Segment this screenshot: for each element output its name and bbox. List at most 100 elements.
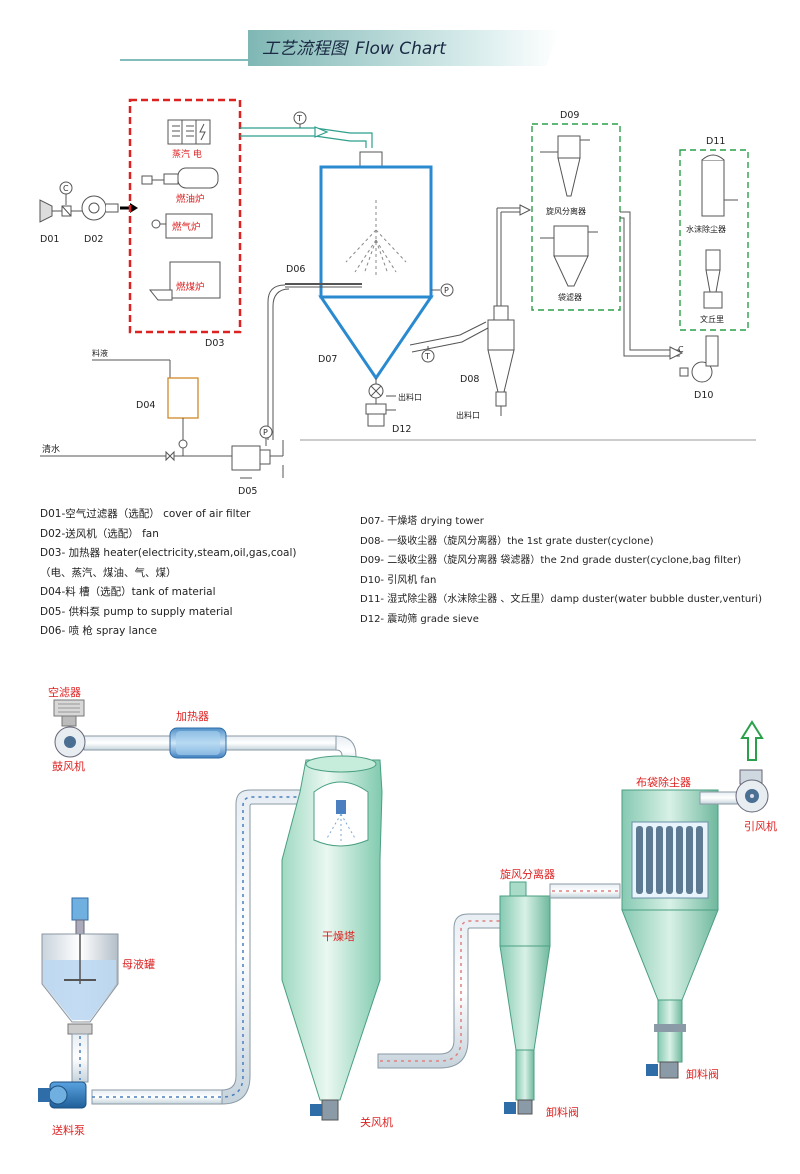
- label-drying-tower: 干燥塔: [322, 930, 355, 943]
- pipe-bag-fan: [699, 791, 741, 805]
- legend-item: D10- 引风机 fan: [360, 574, 437, 586]
- label-d10: D10: [694, 390, 713, 401]
- label-exhaust-fan: 引风机: [744, 819, 777, 833]
- air-filter-blower: [53, 699, 86, 758]
- venturi: [703, 249, 723, 309]
- label-d07: D07: [318, 354, 337, 365]
- cyclone-d08: [487, 204, 532, 407]
- gauge-p-tower: P: [431, 283, 454, 297]
- label-d01: D01: [40, 234, 59, 245]
- exhaust-fan: [735, 769, 769, 813]
- cyclone-d09: [540, 135, 590, 197]
- drying-tower-d07: [318, 151, 434, 381]
- heater-steam-elec: [167, 119, 211, 145]
- bag-filter-d09: [540, 225, 598, 287]
- heater-oil: [141, 167, 219, 189]
- gauge-t-2: T: [421, 346, 435, 363]
- water-bubble-duster: [701, 154, 738, 217]
- legend-item: D06- 喷 枪 spray lance: [40, 625, 157, 637]
- label-coal-burner: 燃煤炉: [176, 281, 205, 293]
- label-blower: 鼓风机: [52, 759, 85, 773]
- grade-sieve-d12: [365, 378, 396, 427]
- label-bag-dust: 布袋除尘器: [636, 775, 691, 789]
- fan-d02: [71, 195, 119, 221]
- tank-d04: [92, 359, 199, 456]
- legend-item: D11- 湿式除尘器（水沫除尘器 、文丘里）damp duster(water …: [360, 594, 762, 605]
- label-cyclone: 旋风分离器: [500, 867, 555, 881]
- legend-item: D09- 二级收尘器（旋风分离器 袋滤器）the 2nd grade duste…: [360, 555, 742, 566]
- label-d08: D08: [460, 374, 479, 385]
- svg-text:P: P: [444, 286, 449, 295]
- pipe-tower-cyclone-3d: [377, 913, 501, 1069]
- label-mother-tank: 母液罐: [122, 957, 155, 971]
- pipe-d09-d10: [620, 211, 684, 360]
- pump-d05: [231, 440, 284, 479]
- pipe-tower-cyclone: [409, 321, 489, 353]
- label-d03: D03: [205, 338, 224, 349]
- legend-item: D08- 一级收尘器（旋风分离器）the 1st grate duster(cy…: [360, 535, 654, 547]
- label-d05: D05: [238, 486, 257, 497]
- fan-d10: C: [678, 335, 719, 383]
- legend-item: D04-料 槽（选配）tank of material: [40, 586, 216, 598]
- drying-tower: [281, 755, 383, 1121]
- gauge-t-1: T: [293, 111, 307, 128]
- label-discharge-valve-1: 卸料阀: [546, 1105, 579, 1119]
- label-bag-filter: 袋滤器: [558, 292, 582, 302]
- svg-text:P: P: [263, 428, 268, 437]
- legend-item: D01-空气过滤器（选配） cover of air filter: [40, 508, 251, 520]
- heater-box-d03: [128, 98, 242, 334]
- mother-tank: [41, 897, 119, 1083]
- title-cn: 工艺流程图: [262, 39, 349, 59]
- title-en: Flow Chart: [355, 39, 447, 59]
- label-gas-burner: 燃气炉: [172, 221, 201, 233]
- label-steam-elec: 蒸汽 电: [172, 148, 202, 160]
- legend-item: D12- 震动筛 grade sieve: [360, 613, 479, 625]
- water-line: [40, 450, 232, 462]
- label-feed-pump: 送料泵: [52, 1123, 85, 1137]
- legend-right: D07- 干燥塔 drying tower D08- 一级收尘器（旋风分离器）t…: [360, 512, 762, 629]
- label-d04: D04: [136, 400, 155, 411]
- feed-pump: [38, 1081, 87, 1109]
- heater-gas: [151, 213, 213, 239]
- hot-air-pipe: [240, 126, 373, 148]
- label-outlet-d08: 出料口: [456, 410, 480, 420]
- legend-item: D07- 干燥塔 drying tower: [360, 516, 484, 527]
- gauge-c: C: [59, 181, 73, 217]
- svg-text:T: T: [296, 114, 302, 123]
- bottom-illustration: [38, 699, 769, 1121]
- bag-dust-collector: [621, 789, 719, 1079]
- label-rotary-valve: 关风机: [360, 1115, 393, 1129]
- legend-left: D01-空气过滤器（选配） cover of air filter D02-送风…: [40, 505, 296, 642]
- label-d12: D12: [392, 424, 411, 435]
- label-d09: D09: [560, 110, 579, 121]
- duster-box-d09: [531, 123, 621, 311]
- svg-text:T: T: [424, 352, 430, 361]
- label-cyclone-d09: 旋风分离器: [546, 206, 586, 216]
- legend-item: D05- 供料泵 pump to supply material: [40, 605, 233, 618]
- svg-text:C: C: [63, 184, 69, 193]
- air-filter-d01: [39, 199, 62, 223]
- bottom-labels: 空滤器 鼓风机 加热器 母液罐 送料泵 干燥塔 关风机 旋风分离器 卸料阀 布袋…: [48, 685, 777, 1137]
- pipe-cyclone-bag: [549, 883, 621, 899]
- label-water: 清水: [42, 443, 60, 455]
- label-feed: 料液: [92, 348, 108, 358]
- gauge-p-pump: P: [259, 425, 273, 446]
- label-venturi: 文丘里: [700, 314, 724, 324]
- heater-unit: [169, 727, 227, 759]
- top-schematic: C: [39, 98, 756, 479]
- spray-lance-d06: [267, 283, 362, 440]
- exhaust-arrow-icon: [740, 720, 764, 761]
- label-oil-burner: 燃油炉: [176, 193, 205, 205]
- cyclone-3d: [499, 881, 551, 1115]
- label-water-bubble: 水沫除尘器: [686, 224, 726, 234]
- heater-coal: [148, 261, 221, 301]
- svg-text:C: C: [678, 345, 684, 354]
- legend-item: （电、蒸汽、煤油、气、煤）: [40, 566, 177, 579]
- legend-item: D02-送风机（选配） fan: [40, 527, 159, 540]
- label-heater: 加热器: [176, 710, 209, 723]
- title-banner: 工艺流程图 Flow Chart: [120, 30, 560, 66]
- top-schematic-labels: D01 D02 D03 D04 D05 D06 D07 D08 D09 D10 …: [40, 110, 726, 497]
- label-outlet-d12: 出料口: [398, 392, 422, 402]
- label-d02: D02: [84, 234, 103, 245]
